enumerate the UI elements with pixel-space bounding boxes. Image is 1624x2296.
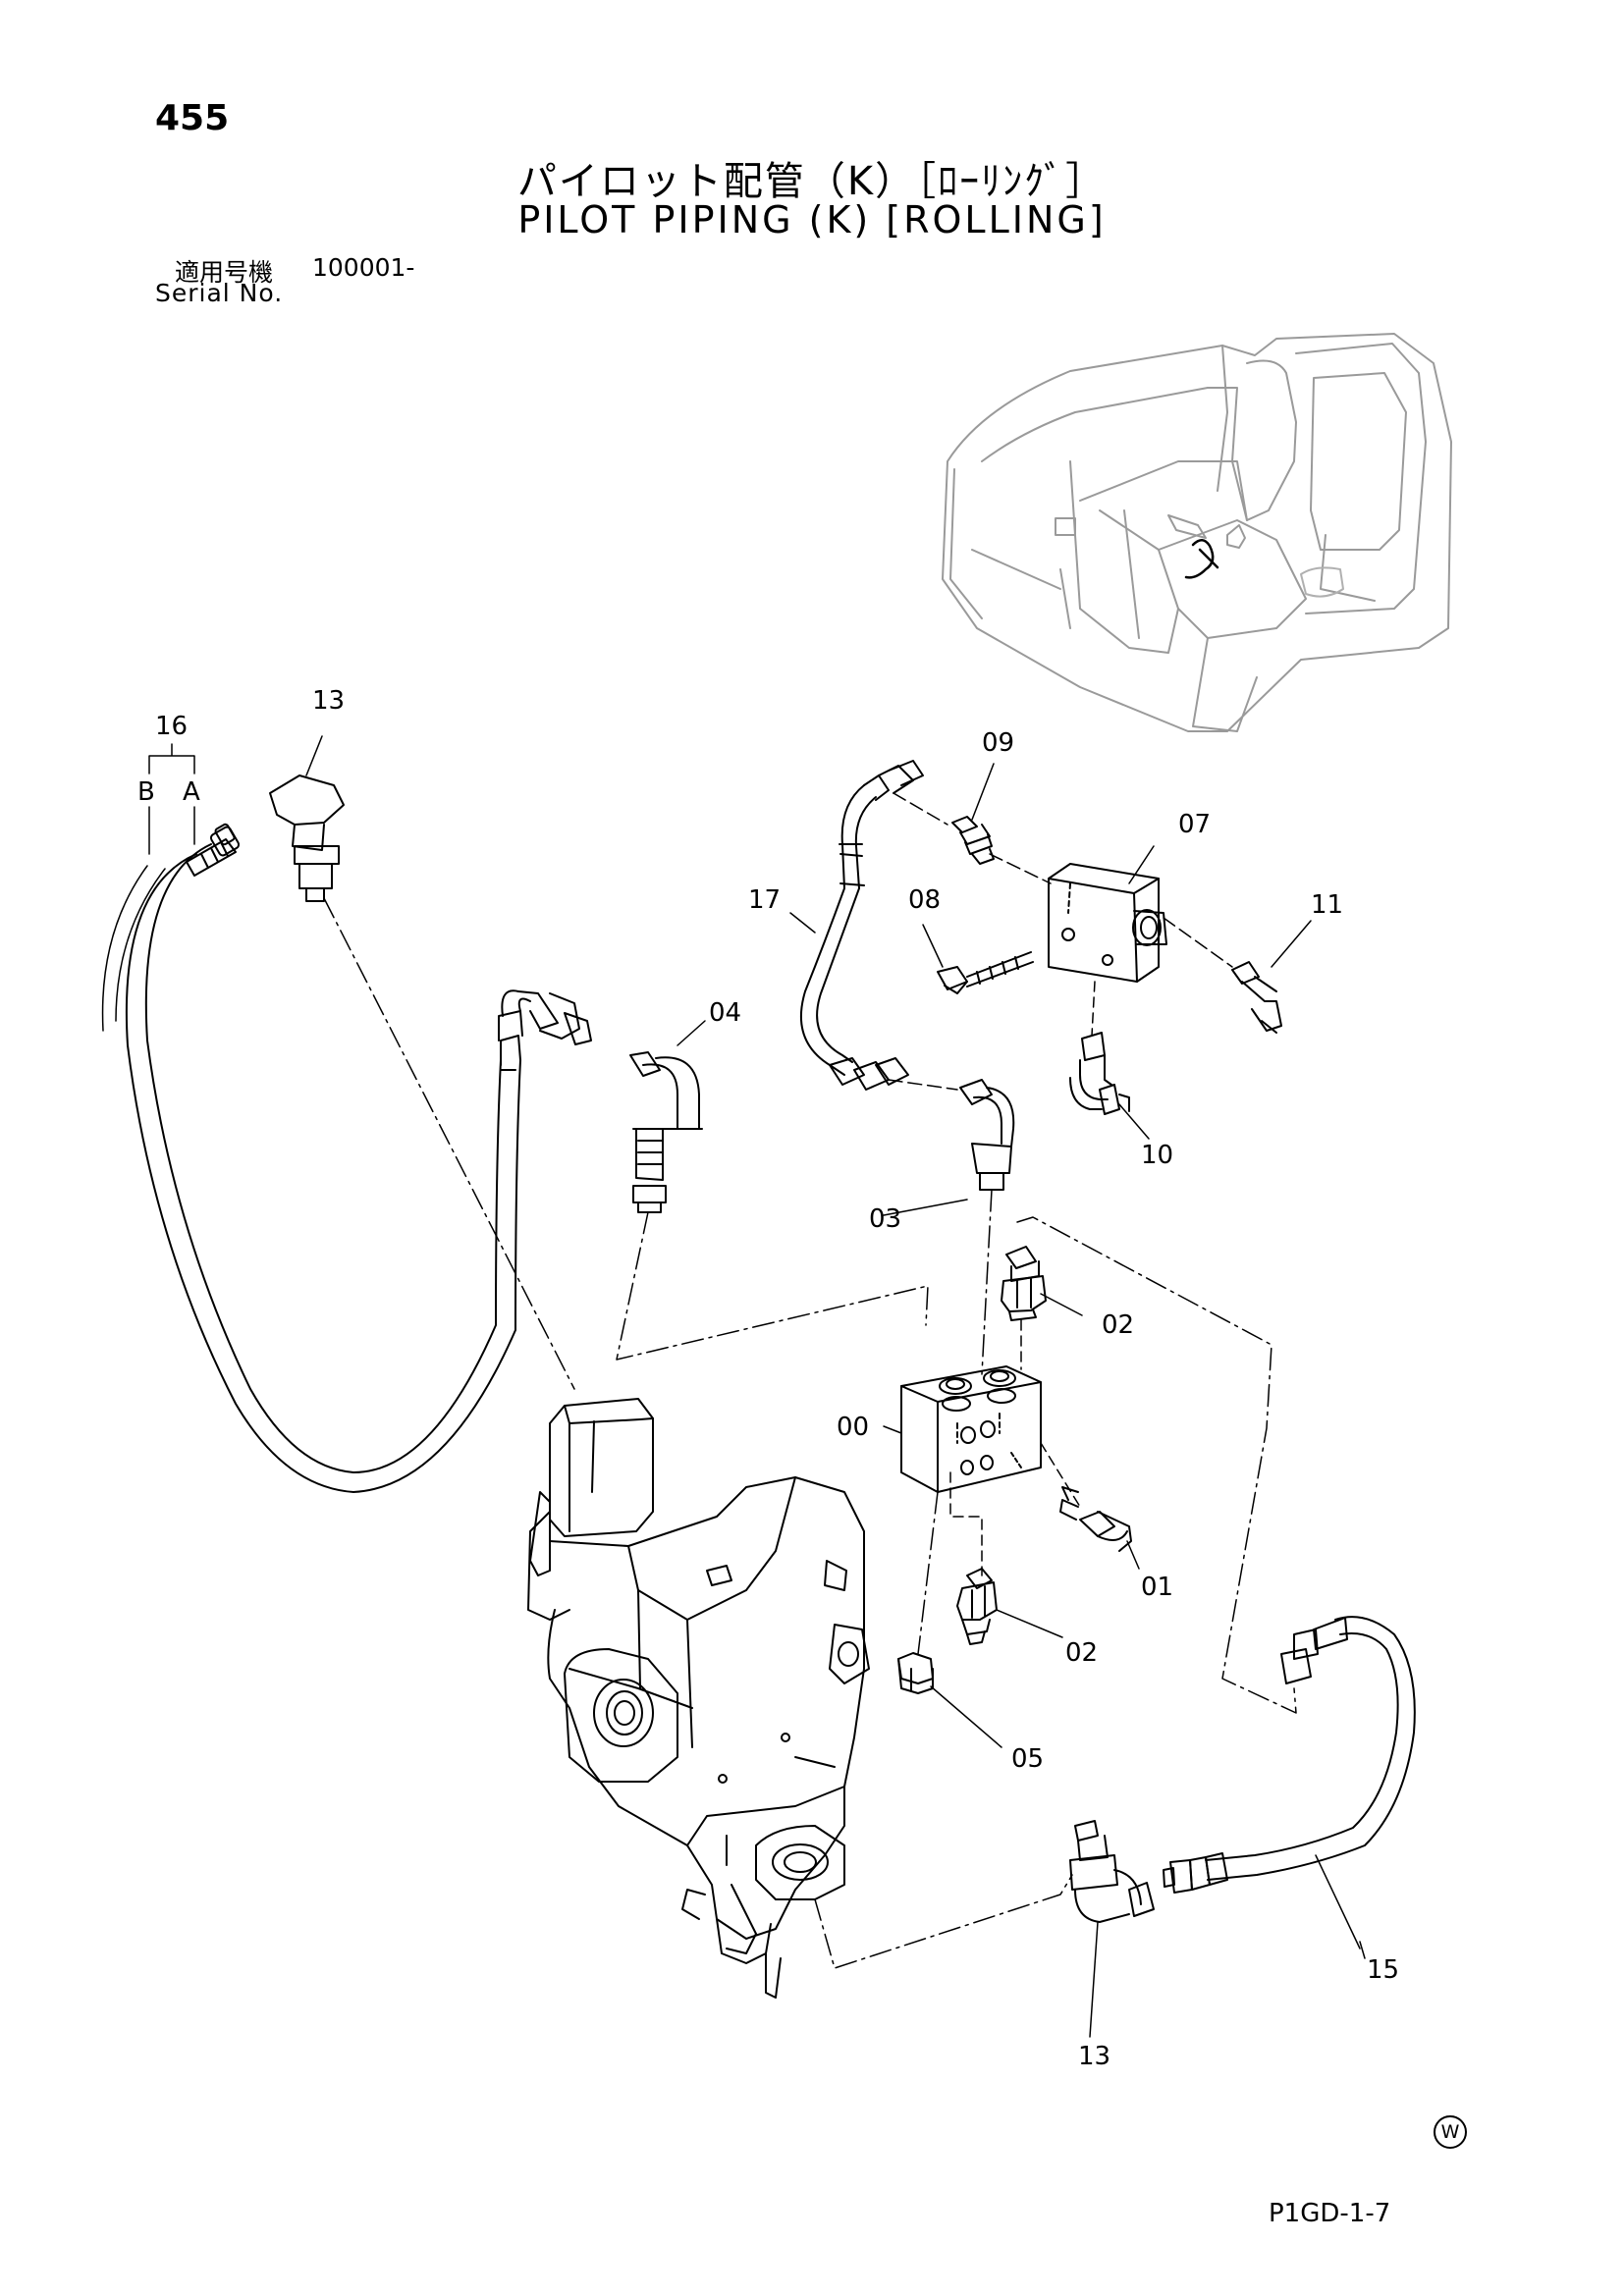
excavator-overview-illustration [942,333,1452,732]
callout-10: 10 [1141,1141,1173,1170]
callout-16-B: B [137,777,155,807]
page-title-english: PILOT PIPING (K) [ROLLING] [517,198,1107,241]
callout-03: 03 [869,1204,901,1234]
plug-05 [897,1652,934,1694]
hose-17 [799,760,924,1091]
connection-lines [323,792,1297,1969]
hose-16 [101,823,592,1493]
serial-number-value: 100001- [312,253,415,282]
elbow-fitting-11 [1231,961,1282,1034]
block-07 [1048,863,1167,983]
page-number: 455 [155,98,230,138]
footer-code: P1GD-1-7 [1269,2199,1391,2228]
callout-15: 15 [1367,1955,1399,1985]
callout-02-lower: 02 [1065,1638,1098,1668]
callout-07: 07 [1178,810,1211,839]
serial-label-english: Serial No. [155,279,284,307]
elbow-fitting-13-bottom [1069,1820,1155,1923]
w-mark: W [1434,2115,1467,2149]
callout-05: 05 [1011,1744,1044,1774]
pilot-control-valve [527,1398,870,1999]
elbow-fitting-04 [629,1051,703,1213]
callout-08: 08 [908,885,941,915]
callout-04: 04 [709,998,741,1028]
callout-09: 09 [982,728,1014,758]
serial-label-japanese: 適用号機 [175,258,274,287]
elbow-fitting-10 [1069,1032,1130,1115]
callout-16-A: A [183,777,200,807]
adapter-fitting-09 [951,816,995,865]
hose-15 [1163,1616,1416,1894]
callout-17: 17 [748,885,781,915]
manifold-block-00 [900,1365,1042,1493]
bolt-08 [937,951,1034,994]
callout-13-top: 13 [312,686,345,716]
bolt-01 [1059,1486,1132,1552]
callout-00: 00 [837,1413,869,1442]
elbow-fitting-03 [959,1079,1015,1191]
callout-labels: 16 B A 13 04 09 07 17 08 11 10 03 02 00 … [137,686,1399,2071]
excavator-detail-marker [1184,539,1219,579]
callout-01: 01 [1141,1573,1173,1602]
leader-lines [148,735,1366,2038]
callout-11: 11 [1311,890,1343,920]
elbow-fitting-13-top [269,774,345,902]
callout-13-bottom: 13 [1078,2042,1110,2071]
callout-02-upper: 02 [1102,1310,1134,1340]
page-title-japanese: パイロット配管（K）［ﾛｰﾘﾝｸﾞ］ [516,159,1108,204]
adapter-fitting-02-lower [956,1568,998,1645]
adapter-fitting-02-upper [1001,1246,1047,1321]
callout-16: 16 [155,712,188,741]
